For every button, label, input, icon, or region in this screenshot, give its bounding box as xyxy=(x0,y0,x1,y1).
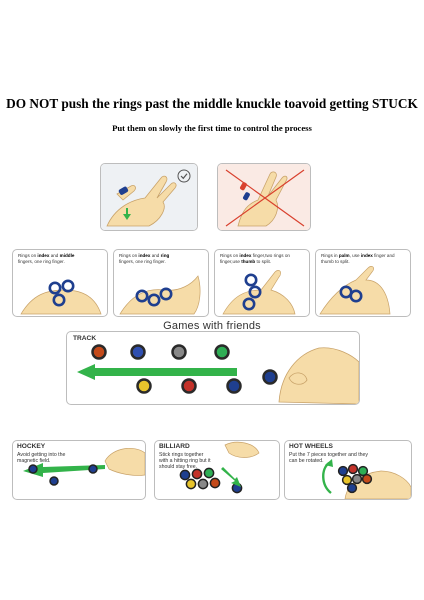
caption-text: , use xyxy=(349,253,361,258)
guide-caption-1: Rings on index and middle fingers, one r… xyxy=(18,253,82,264)
wrong-panel xyxy=(217,163,311,231)
hotwheels-text: Put the 7 pieces together and they can b… xyxy=(289,452,369,465)
hotwheels-panel: HOT WHEELS Put the 7 pieces together and… xyxy=(284,440,412,500)
hockey-label: HOCKEY xyxy=(17,443,46,450)
caption-bold: middle xyxy=(59,253,75,258)
caption-bold: index xyxy=(360,253,373,258)
caption-text: and xyxy=(150,253,161,258)
guide-panel-2: Rings on index and ring fingers, one rin… xyxy=(113,249,209,317)
check-circle-icon xyxy=(177,169,191,183)
guide-caption-4: Rings in palm, use index finger and thum… xyxy=(321,253,405,264)
track-rings xyxy=(91,344,278,394)
caption-text: finger,two rings on finger,use xyxy=(220,253,290,264)
guide-panel-1: Rings on index and middle fingers, one r… xyxy=(12,249,108,317)
caption-text: to split. xyxy=(255,258,272,264)
guide-caption-2: Rings on index and ring fingers, one rin… xyxy=(119,253,185,264)
caption-bold: ring xyxy=(160,253,170,258)
caption-text: fingers, one ring finger. xyxy=(18,258,65,264)
caption-text: and xyxy=(49,253,60,258)
billiard-label: BILLIARD xyxy=(159,443,190,450)
billiard-text: Stick rings together with a hitting ring… xyxy=(159,452,211,471)
caption-bold: palm xyxy=(338,253,350,258)
track-label: TRACK xyxy=(73,335,97,342)
hotwheels-label: HOT WHEELS xyxy=(289,443,333,450)
caption-text: Rings on xyxy=(119,253,139,258)
track-panel: TRACK xyxy=(66,331,360,405)
hockey-text: Avoid getting into the magnetic field. xyxy=(17,452,66,465)
billiard-panel: BILLIARD Stick rings together with a hit… xyxy=(154,440,280,500)
caption-text: fingers, one ring finger. xyxy=(119,258,166,264)
page-title: DO NOT push the rings past the middle kn… xyxy=(6,96,418,111)
hockey-panel: HOCKEY Avoid getting into the magnetic f… xyxy=(12,440,146,500)
caption-bold: index xyxy=(138,253,151,258)
page-subtitle: Put them on slowly the first time to con… xyxy=(112,123,312,133)
caption-bold: index xyxy=(239,253,252,258)
guide-caption-3: Rings on index finger,two rings on finge… xyxy=(220,253,304,264)
caption-text: finger and thumb to split. xyxy=(321,253,395,264)
guide-panel-3: Rings on index finger,two rings on finge… xyxy=(214,249,310,317)
caption-text: Rings on xyxy=(18,253,38,258)
caption-text: Rings on xyxy=(220,253,240,258)
correct-panel xyxy=(100,163,198,231)
section-title: Games with friends xyxy=(163,320,261,332)
guide-panel-4: Rings in palm, use index finger and thum… xyxy=(315,249,411,317)
caption-bold: index xyxy=(37,253,50,258)
cross-icon xyxy=(225,169,305,227)
caption-bold: thumb xyxy=(241,258,256,264)
caption-text: Rings in xyxy=(321,253,339,258)
